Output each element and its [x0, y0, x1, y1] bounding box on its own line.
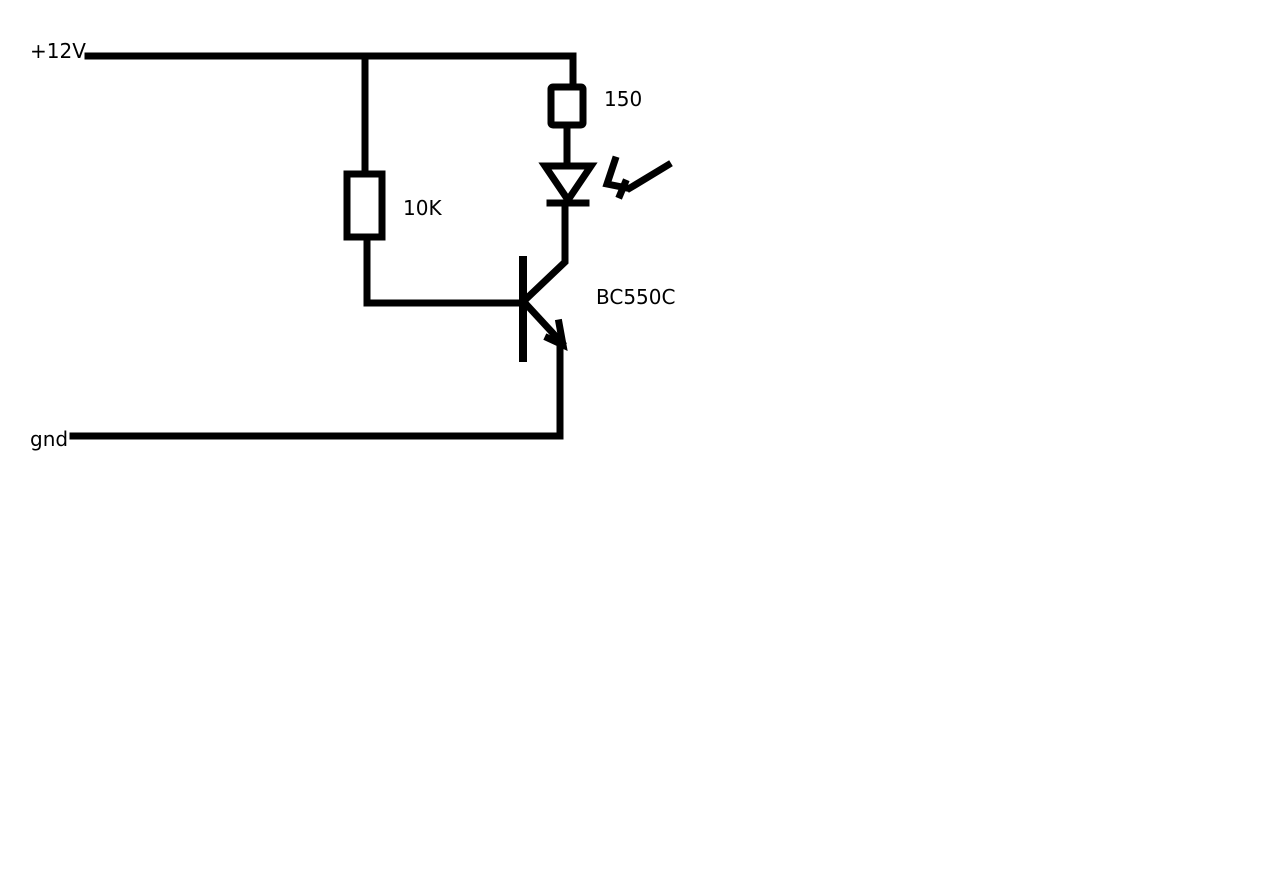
led-icon — [538, 155, 673, 207]
collector-wire — [520, 201, 569, 305]
led-emission-arrows-icon — [602, 155, 673, 200]
led-resistor-icon — [547, 83, 587, 129]
base-branch-bottom-wire — [363, 233, 527, 307]
supply-label: +12V — [30, 39, 86, 63]
ground-label: gnd — [30, 427, 68, 451]
transistor-emitter-line — [520, 298, 567, 348]
base-resistor-label: 10K — [403, 196, 442, 220]
led-triangle — [538, 162, 598, 207]
base-resistor-icon — [343, 170, 386, 241]
schematic-drawing — [69, 52, 673, 440]
transistor-label: BC550C — [596, 285, 675, 309]
emitter-wire — [69, 339, 564, 440]
led-resistor-label: 150 — [604, 87, 642, 111]
